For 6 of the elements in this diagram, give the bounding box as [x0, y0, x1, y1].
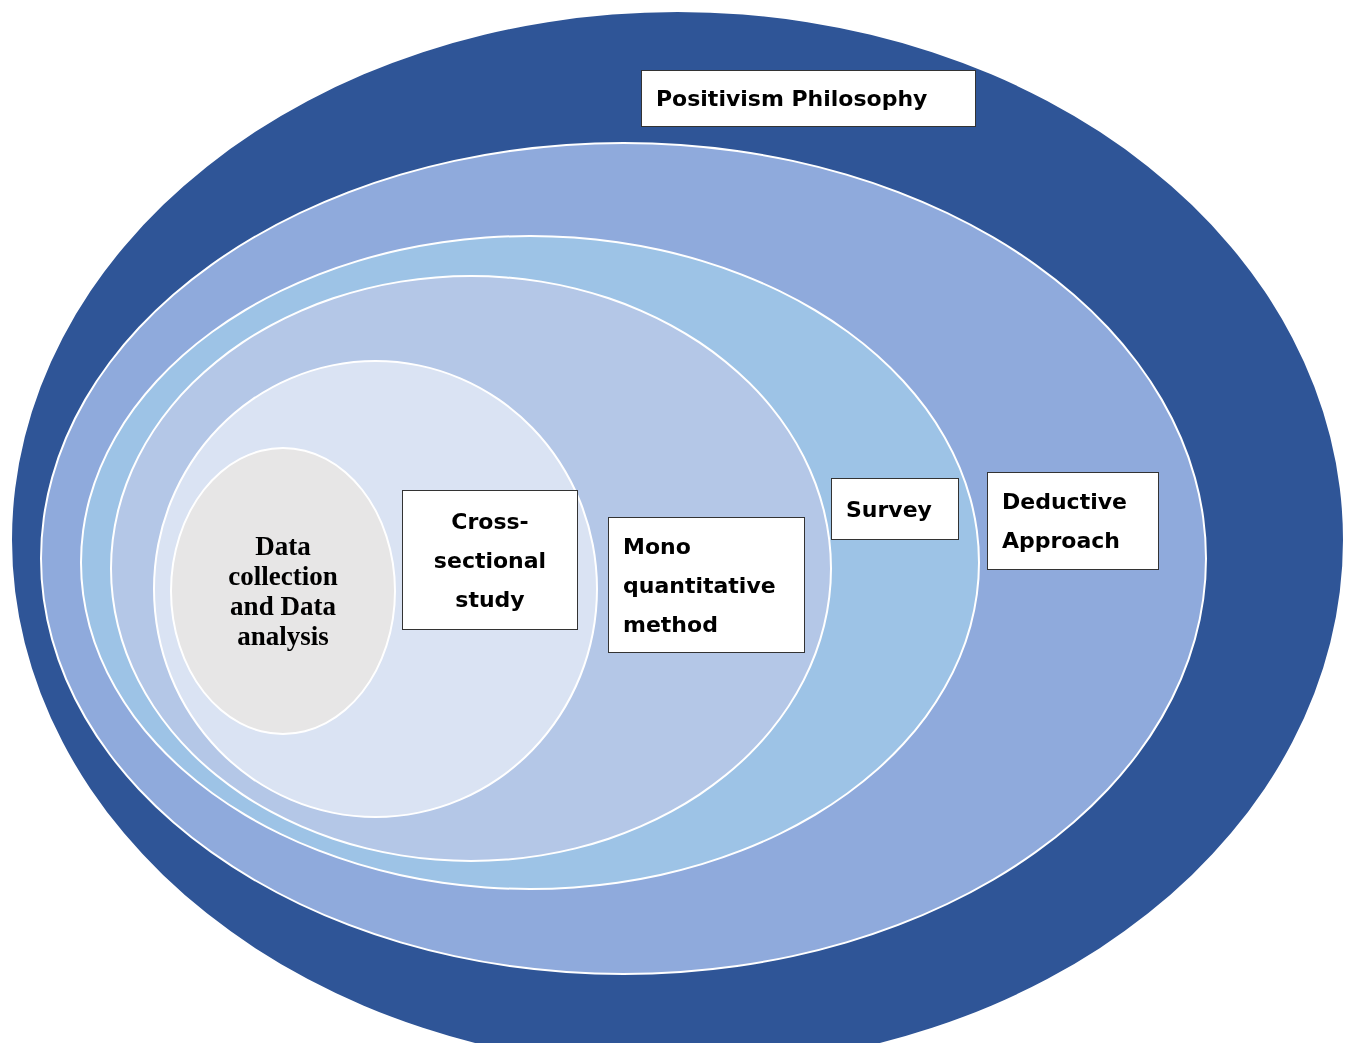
layer-label: Cross-sectional study	[402, 490, 578, 630]
core-label: Data collection and Data analysis	[227, 530, 339, 653]
layer-label: Deductive Approach	[987, 472, 1159, 570]
layer-label: Mono quantitative method	[608, 517, 805, 653]
layer-label: Positivism Philosophy	[641, 70, 976, 127]
layer-label: Survey	[831, 478, 959, 540]
